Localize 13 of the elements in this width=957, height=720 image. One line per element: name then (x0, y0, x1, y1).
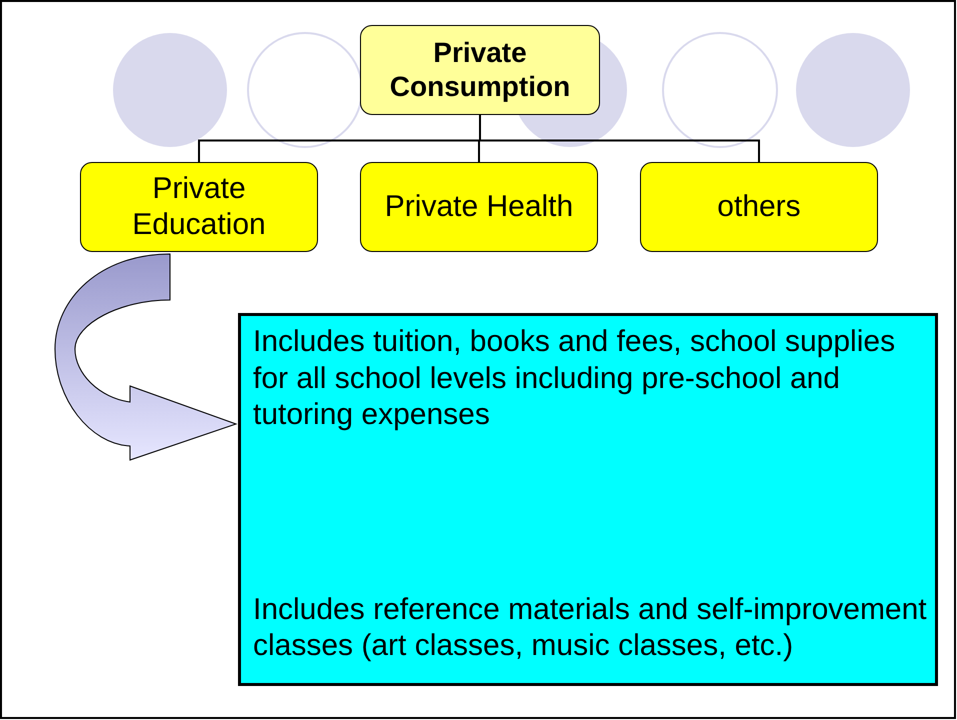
category-label: Private Health (384, 189, 574, 225)
connector-line (479, 115, 760, 162)
category-label: Private Consumption (388, 36, 572, 104)
category-label: Private Education (131, 171, 267, 243)
category-box (640, 162, 878, 252)
category-label: others (717, 189, 801, 225)
category-box (360, 25, 600, 115)
curved-block-arrow (54, 254, 236, 460)
category-box (80, 162, 318, 252)
category-box (360, 162, 598, 252)
description-box (238, 313, 938, 686)
description-text: Includes reference materials and self-improvement classes (art classes, music classes, etc.) (253, 592, 927, 664)
description-text: Includes tuition, books and fees, school supplies for all school levels including pre-school and tutoring expenses (253, 324, 896, 434)
